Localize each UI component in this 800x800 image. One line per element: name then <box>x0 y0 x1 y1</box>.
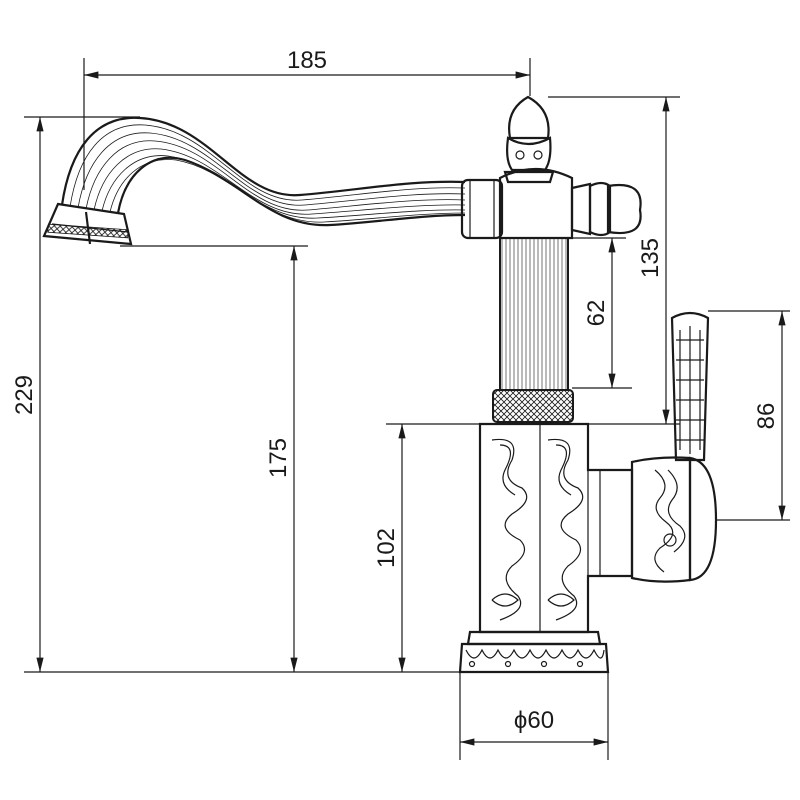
side-finial <box>570 181 642 237</box>
lever-handle <box>670 311 710 462</box>
dim-label-column-length: 62 <box>583 300 610 327</box>
handle-hub <box>630 456 718 583</box>
dim-label-spout-reach: 185 <box>287 47 327 74</box>
spout <box>60 116 466 227</box>
knurled-ring <box>492 389 574 423</box>
dim-label-total-height: 229 <box>11 375 38 415</box>
dim-label-handle-height: 86 <box>753 403 780 430</box>
spout-aerator <box>42 202 133 246</box>
dim-label-body-height: 102 <box>373 528 400 568</box>
dim-label-spout-height: 175 <box>265 438 292 478</box>
pivot-collar <box>460 168 574 240</box>
top-finial <box>503 95 555 184</box>
fluted-column <box>499 237 569 391</box>
dim-label-base-diameter: ϕ60 <box>514 707 554 734</box>
dimension-lines <box>24 58 790 760</box>
decorative-base <box>458 630 610 674</box>
dim-label-pivot-upper: 135 <box>637 238 664 278</box>
faucet-drawing <box>42 95 718 674</box>
main-body <box>478 422 634 634</box>
